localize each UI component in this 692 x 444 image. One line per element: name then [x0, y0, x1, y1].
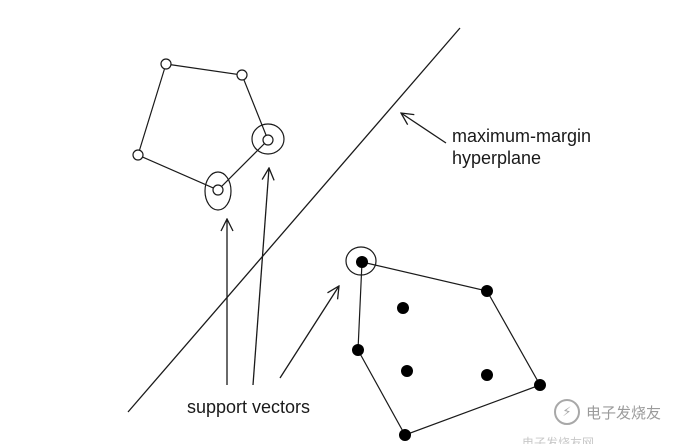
hollow-class-hull — [137, 63, 269, 191]
support-vector-ring — [204, 171, 232, 211]
filled-class-hull — [357, 261, 541, 436]
hyperplane-label-line2: hyperplane — [452, 148, 542, 168]
support-vectors-label: support vectors — [187, 397, 311, 417]
support-vector-ring — [251, 123, 285, 155]
hollow-point — [132, 149, 144, 161]
watermark-logo-icon: ⚡ — [554, 399, 580, 425]
watermark-subtext: 电子发烧友网 — [522, 436, 595, 444]
support-vector-arrow — [252, 168, 269, 386]
filled-point — [397, 302, 409, 314]
filled-point — [399, 429, 411, 441]
hollow-support-vector-point — [262, 134, 274, 146]
hollow-support-vector-point — [212, 184, 224, 196]
filled-point — [534, 379, 546, 391]
hyperplane-label: maximum-margin hyperplane — [452, 125, 591, 169]
watermark-text: 电子发烧友 — [586, 403, 662, 422]
hollow-point — [160, 58, 172, 70]
support-vector-arrow — [279, 286, 339, 379]
filled-point — [481, 285, 493, 297]
support-vector-ring — [345, 246, 377, 276]
hollow-point — [236, 69, 248, 81]
filled-support-vector-point — [356, 256, 368, 268]
hyperplane-line — [127, 27, 461, 413]
hyperplane-label-line1: maximum-margin — [452, 126, 592, 146]
filled-point — [352, 344, 364, 356]
filled-point — [481, 369, 493, 381]
filled-point — [401, 365, 413, 377]
watermark: ⚡ 电子发烧友 — [554, 399, 661, 425]
hyperplane-arrow — [401, 113, 447, 144]
